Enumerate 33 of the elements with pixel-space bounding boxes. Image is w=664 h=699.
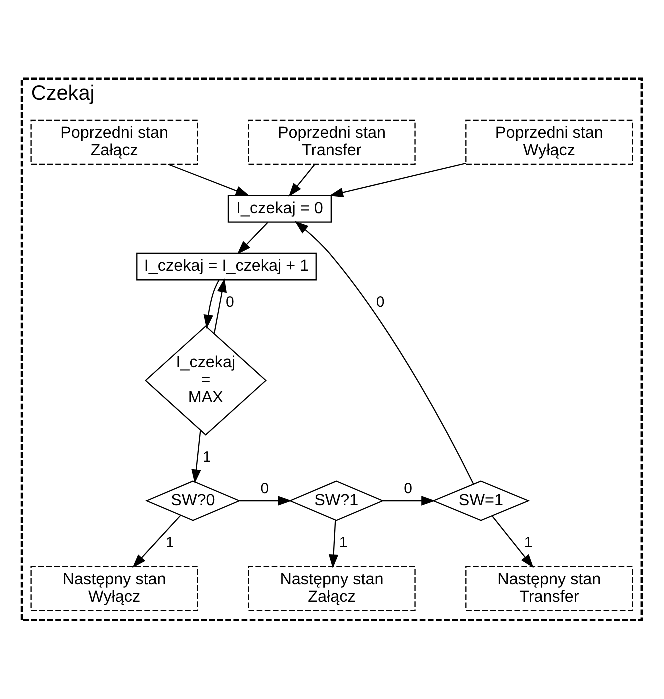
node-box: Następny stan Transfer (466, 566, 634, 612)
arrow (492, 516, 534, 568)
node-box: I_czekaj = I_czekaj + 1 (136, 252, 317, 281)
node-box: Następny stan Wyłącz (30, 566, 198, 612)
node-box: Poprzedni stan Załącz (30, 120, 198, 166)
arrow (330, 162, 466, 198)
arrow (168, 164, 250, 196)
edge-label: 0 (226, 294, 234, 312)
arrow (204, 280, 220, 329)
node-diamond: SW=1 (432, 480, 530, 522)
arrow (288, 164, 316, 197)
arrow (192, 430, 202, 484)
edge-label: 0 (404, 480, 413, 498)
edge-label: 1 (524, 534, 533, 552)
node-diamond: SW?1 (288, 480, 384, 522)
node-diamond: SW?0 (145, 480, 241, 522)
arrow (294, 221, 474, 485)
node-box: Następny stan Załącz (248, 566, 416, 612)
node-box: I_czekaj = 0 (228, 195, 332, 223)
edge-label: 0 (376, 294, 385, 312)
arrow (328, 520, 339, 569)
node-box: Poprzedni stan Wyłącz (466, 120, 634, 166)
arrow (237, 222, 269, 255)
edge-label: 1 (202, 449, 212, 466)
arrow (132, 515, 182, 568)
edge-label: 1 (166, 534, 174, 552)
arrow (214, 278, 227, 334)
edge-label: 0 (260, 480, 270, 498)
edge-label: 1 (339, 534, 348, 552)
arrow (383, 496, 436, 506)
node-box: Poprzedni stan Transfer (248, 120, 416, 166)
node-diamond: I_czekaj = MAX (144, 326, 267, 436)
arrow (240, 496, 292, 506)
